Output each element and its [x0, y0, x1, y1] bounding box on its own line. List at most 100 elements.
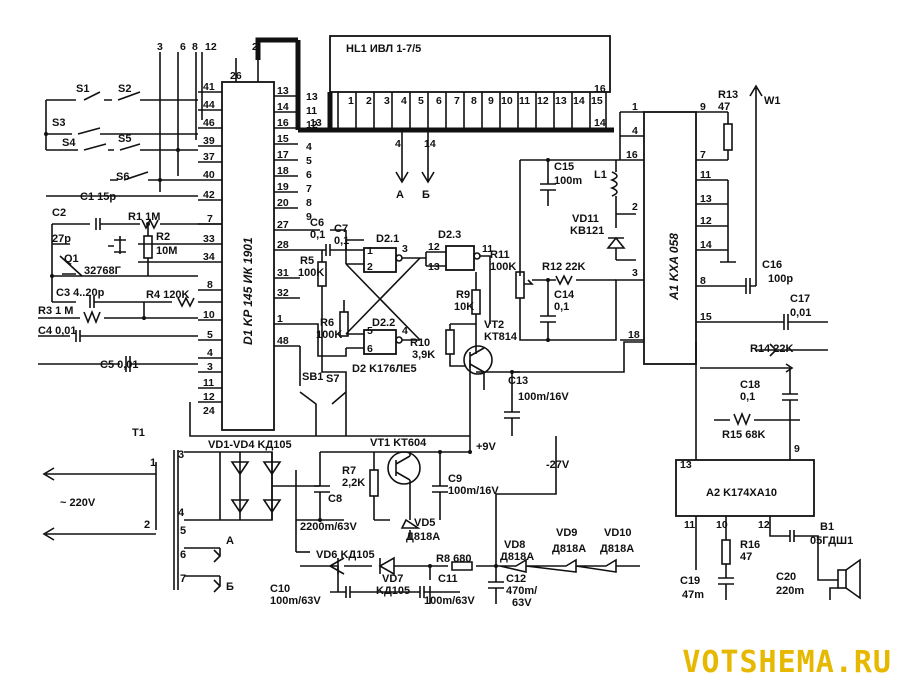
- r4-label: R4 120K: [146, 289, 189, 301]
- d1-pin: 39: [203, 135, 215, 147]
- a1-pin: 11: [700, 169, 711, 181]
- hl1-pin: 10: [501, 95, 513, 107]
- a2-pin: 12: [758, 519, 770, 531]
- t1-pin-1: 1: [150, 457, 156, 469]
- d2-pin: 3: [402, 243, 408, 255]
- chip-a1: A1 KXA 058 1 4 16 2 3 9 7 11 13 12 14 8 …: [619, 101, 768, 365]
- vd5-value: Д818A: [406, 531, 440, 543]
- c5-label: C5 0,01: [100, 359, 139, 371]
- switch-sb1-label: SB1: [302, 371, 323, 383]
- vd11-label: VD11: [572, 213, 599, 225]
- vd8-value: Д818A: [500, 551, 534, 563]
- d1-pin: 42: [203, 189, 215, 201]
- r6-label: R6: [320, 317, 334, 329]
- r10-label: R10: [410, 337, 430, 349]
- d1-pin-26: 26: [230, 70, 242, 82]
- d1-pin: 8: [207, 279, 213, 291]
- c17-value: 0,01: [790, 307, 811, 319]
- chip-d1-label: D1 KP 145 ИК 1901: [241, 237, 255, 345]
- vd7-label: VD7: [382, 573, 403, 585]
- r2-value: 10M: [156, 245, 177, 257]
- hl1-pin: 5: [418, 95, 424, 107]
- d1-pin: 20: [277, 197, 289, 209]
- hl1-pin: 2: [366, 95, 372, 107]
- a1-pin: 8: [700, 275, 706, 287]
- r8-label: R8 680: [436, 553, 471, 565]
- c15-label: C15: [554, 161, 574, 173]
- c20-label: C20: [776, 571, 796, 583]
- d2-pin: 4: [402, 325, 408, 337]
- c20-value: 220m: [776, 585, 804, 597]
- d2-pin: 2: [367, 261, 373, 273]
- c10-label: C10: [270, 583, 290, 595]
- net-b-top: Б: [422, 189, 430, 201]
- net-a-bottom: A: [226, 535, 234, 547]
- hl1-bus-pin: 4: [395, 138, 401, 150]
- c3-label: C3 4..20p: [56, 287, 105, 299]
- hl1-pin-numbers: 1 2 3 4 5 6 7 8 9 10 11 12 13 14 15 16: [348, 83, 606, 107]
- d2-pin: 13: [428, 261, 440, 273]
- d1-pin: 14: [277, 101, 289, 113]
- a1-pin: 16: [626, 149, 638, 161]
- t1-pin-2: 2: [144, 519, 150, 531]
- d1-pin: 46: [203, 117, 215, 129]
- a2-pin: 11: [684, 519, 695, 531]
- d2-pin: 12: [428, 241, 440, 253]
- plus9-label: +9V: [476, 441, 497, 453]
- r2-label: R2: [156, 231, 170, 243]
- t1-pin-6: 6: [180, 549, 186, 561]
- d1-pin-2: 2: [252, 41, 258, 53]
- d1-pin: 16: [277, 117, 289, 129]
- a2-pin: 13: [680, 459, 692, 471]
- c8-value: 2200m/63V: [300, 521, 358, 533]
- hl1-bus-pin: 13: [310, 117, 322, 129]
- d1-pin: 34: [203, 251, 215, 263]
- d1-pin: 27: [277, 219, 289, 231]
- rf-output-section: R13 47 W1 C16 100p C17 0,01 R14 22K C18 …: [700, 84, 828, 460]
- r13-value: 47: [718, 101, 730, 113]
- t1-pin-4: 4: [178, 507, 185, 519]
- vt1-label: VT1 KT604: [370, 437, 427, 449]
- c2-value: 27p: [52, 233, 71, 245]
- r16-label: R16: [740, 539, 760, 551]
- c16-value: 100p: [768, 273, 793, 285]
- r11-label: R11: [490, 249, 510, 261]
- c14-value: 0,1: [554, 301, 569, 313]
- d1-pin: 31: [277, 267, 289, 279]
- w1-label: W1: [764, 95, 781, 107]
- net-a-top: A: [396, 189, 404, 201]
- hl1-pin: 3: [384, 95, 390, 107]
- a2-pin: 9: [794, 443, 800, 455]
- vd10-value: Д818A: [600, 543, 634, 555]
- t1-label: T1: [132, 427, 145, 439]
- d1-pin: 1: [277, 313, 283, 325]
- c13-value: 100m/16V: [518, 391, 569, 403]
- d2-pin: 1: [367, 245, 373, 257]
- c7-value: 0,1: [334, 235, 349, 247]
- d1-pin: 19: [277, 181, 289, 193]
- hl1-pin: 7: [454, 95, 460, 107]
- a1-pin: 14: [700, 239, 712, 251]
- hl1-bus-pin: 14: [594, 117, 606, 129]
- t1-pin-7: 7: [180, 573, 186, 585]
- hl1-pin: 11: [519, 95, 530, 107]
- switch-s4-label: S4: [62, 137, 76, 149]
- vd5-label: VD5: [414, 517, 435, 529]
- hl1-pin: 12: [537, 95, 549, 107]
- d1-pin: 41: [203, 81, 215, 93]
- vd1-4-label: VD1-VD4 KД105: [208, 439, 292, 451]
- r12-label: R12 22K: [542, 261, 585, 273]
- data-bus: [255, 37, 614, 133]
- d1-pin: 4: [207, 347, 213, 359]
- c19-value: 47m: [682, 589, 704, 601]
- bus-pin: 4: [306, 141, 312, 153]
- d2-pin: 6: [367, 343, 373, 355]
- r15-label: R15 68K: [722, 429, 765, 441]
- a1-pin: 2: [632, 201, 638, 213]
- r5-value: 100K: [298, 267, 324, 279]
- d1-pin: 13: [277, 85, 289, 97]
- b1-value: 05ГДШ1: [810, 535, 853, 547]
- d1-pin: 37: [203, 151, 215, 163]
- hl1-bus-pin: 14: [424, 138, 436, 150]
